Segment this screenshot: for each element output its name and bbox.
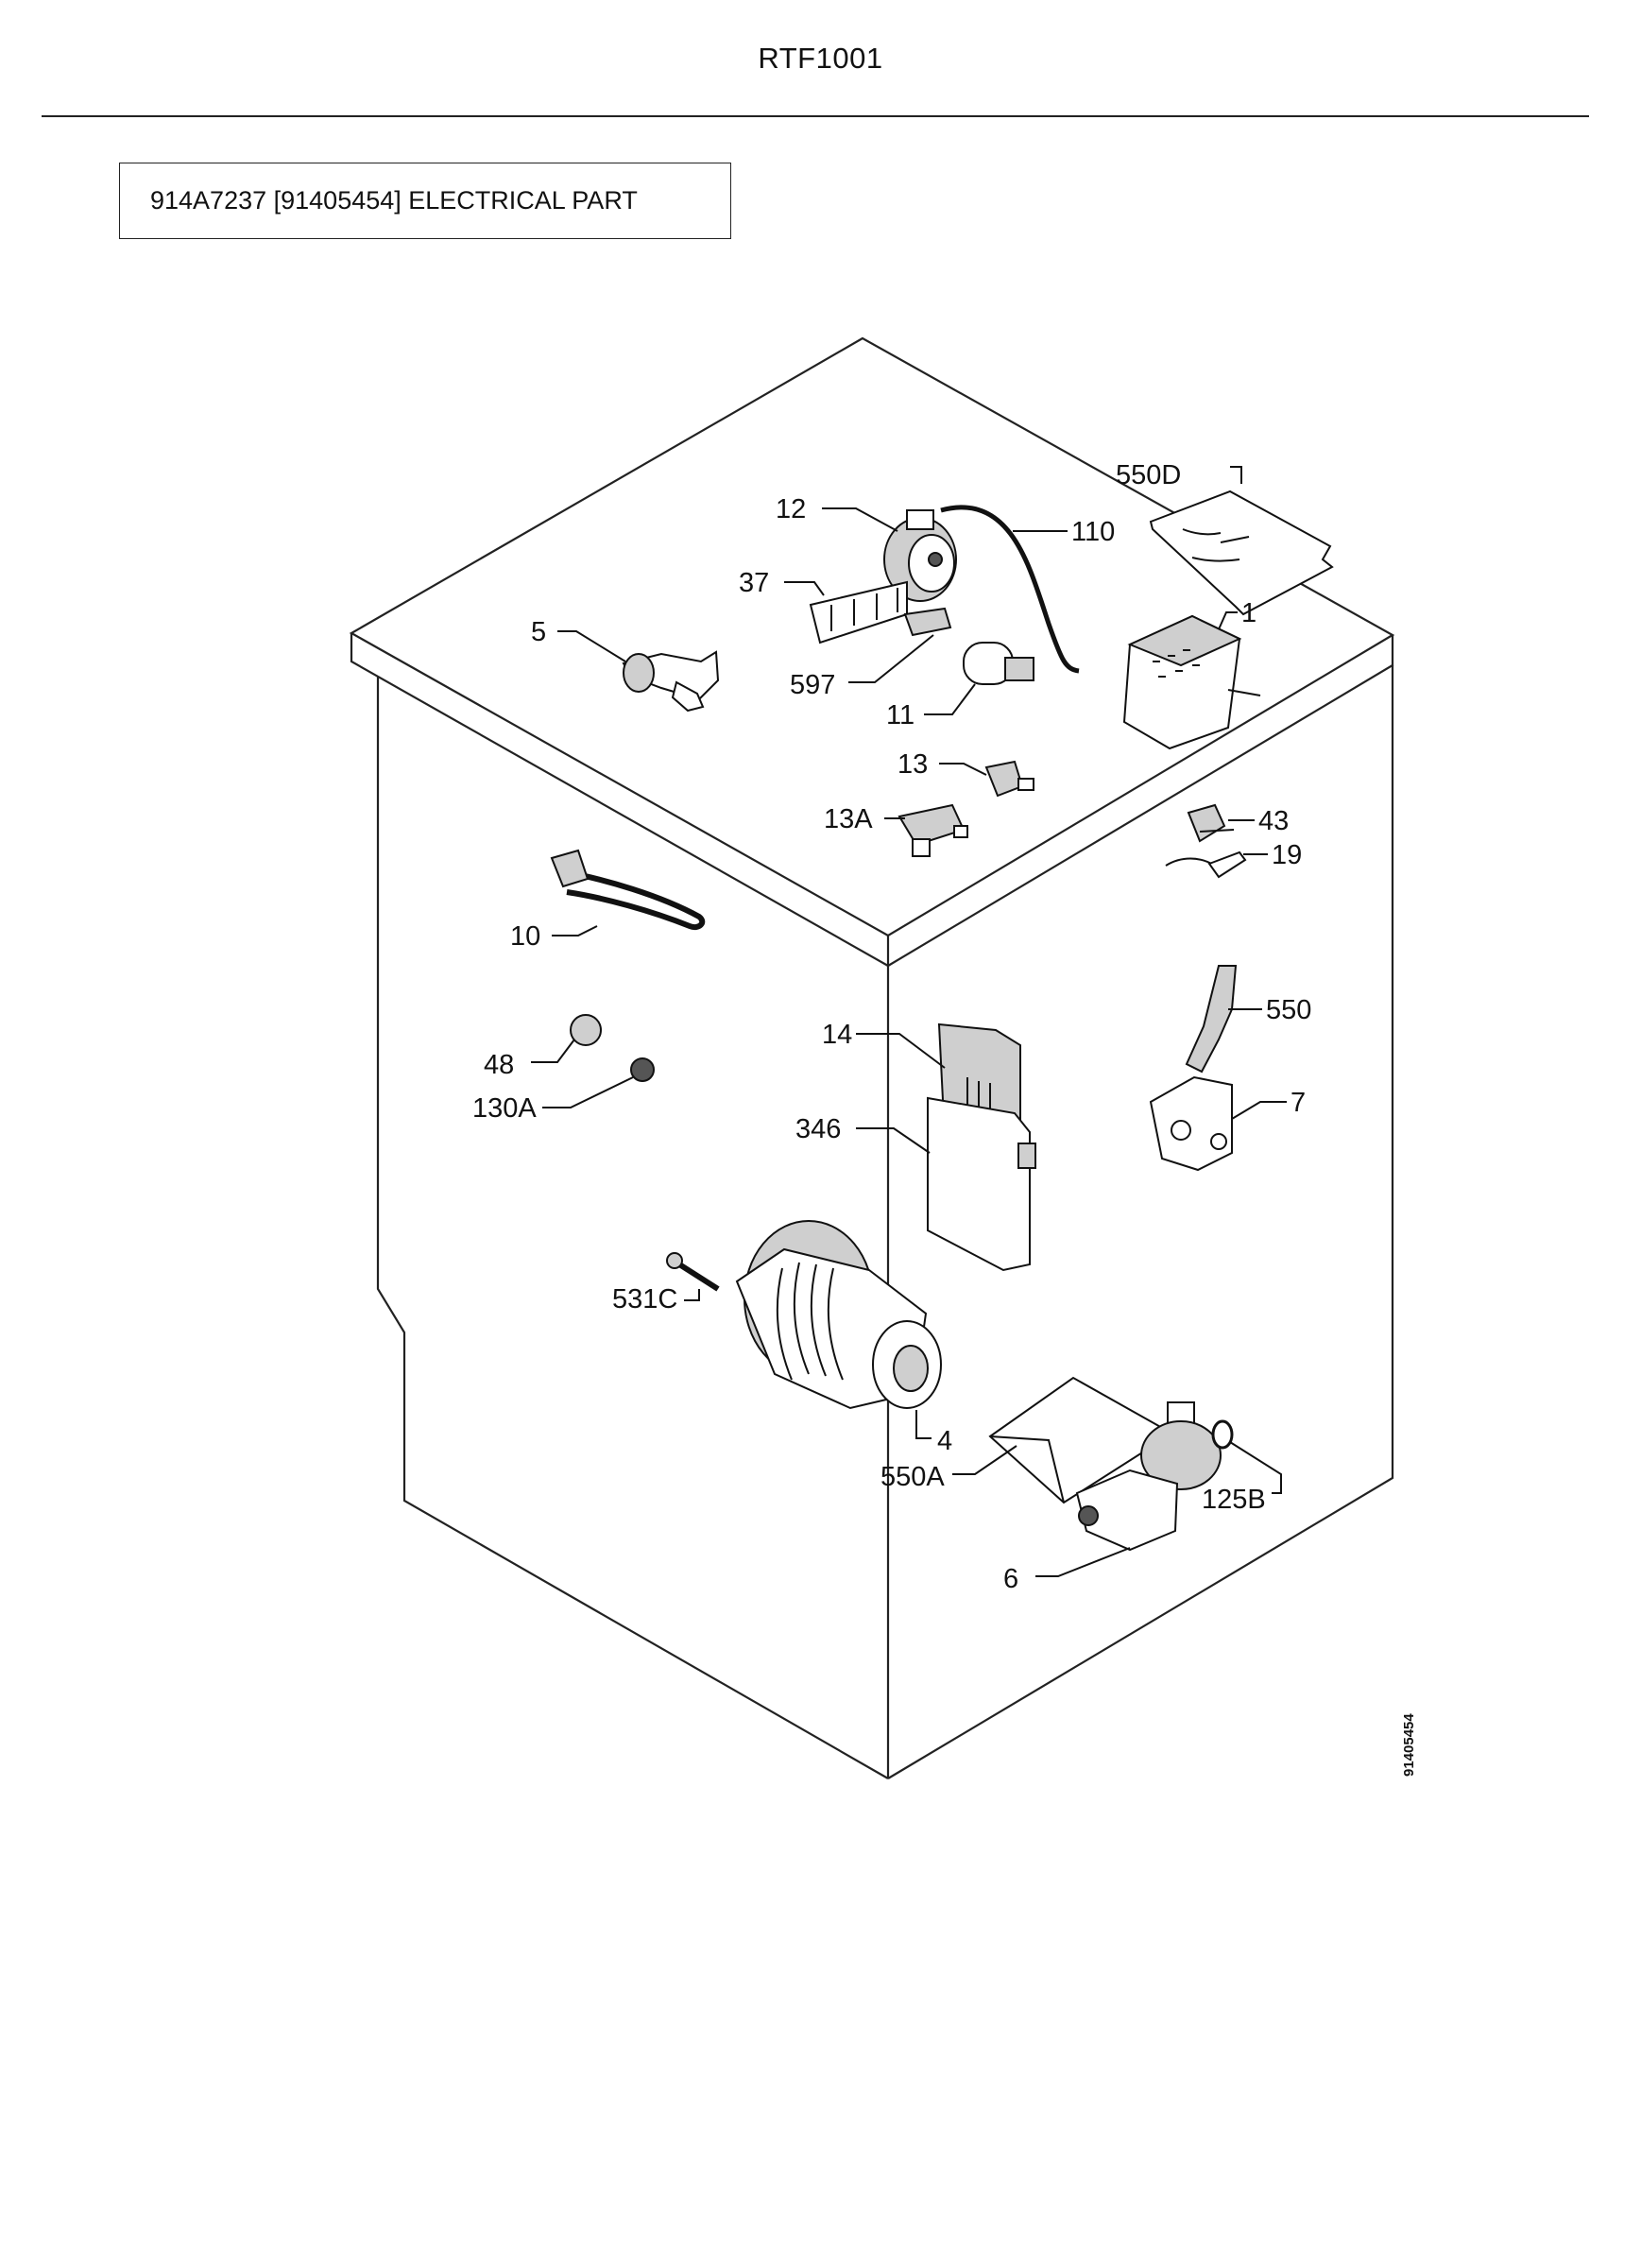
part-550A-cover xyxy=(988,1376,1166,1504)
callout-4: 4 xyxy=(937,1426,952,1456)
callout-10: 10 xyxy=(510,921,540,952)
part-48-thermostat xyxy=(570,1014,602,1046)
cabinet-top-edge-left xyxy=(350,633,889,967)
part-125B-seal xyxy=(1211,1419,1234,1450)
part-13A-connector xyxy=(897,803,968,857)
part-6-drain-pump xyxy=(1075,1401,1222,1552)
part-531C-screw xyxy=(666,1252,720,1292)
callout-19: 19 xyxy=(1272,840,1302,870)
callouts: 550D 12 110 37 1 5 597 11 13 13A 43 19 xyxy=(472,460,1311,1594)
part-11-capacitor xyxy=(963,642,1034,685)
part-43-interlock xyxy=(1187,803,1235,843)
part-4-motor xyxy=(735,1220,942,1410)
callout-14: 14 xyxy=(822,1020,852,1050)
part-14-346-electronic-board xyxy=(927,1022,1036,1272)
callout-13A: 13A xyxy=(824,804,873,834)
callout-6: 6 xyxy=(1003,1564,1018,1594)
callout-550: 550 xyxy=(1266,995,1311,1025)
page-title: RTF1001 xyxy=(758,42,883,75)
part-37-terminal-block xyxy=(809,580,952,644)
part-13-connector xyxy=(984,760,1034,798)
callout-5: 5 xyxy=(531,617,546,647)
part-7-door-switch xyxy=(1149,1075,1233,1172)
cabinet-left-panel xyxy=(376,677,889,1779)
callout-110: 110 xyxy=(1071,517,1115,547)
header-rule xyxy=(42,115,1589,117)
callout-346: 346 xyxy=(795,1114,841,1144)
part-illustrations xyxy=(550,490,1334,1552)
callout-37: 37 xyxy=(739,568,769,598)
part-550-lever xyxy=(1185,965,1238,1074)
callout-7: 7 xyxy=(1291,1088,1306,1118)
part-19-sensor xyxy=(1165,850,1247,879)
part-110-hose xyxy=(940,505,1080,674)
callout-48: 48 xyxy=(484,1050,514,1080)
document-code: 91405454 xyxy=(1401,1713,1417,1777)
part-10-heating-element xyxy=(550,849,706,930)
callout-1: 1 xyxy=(1241,598,1256,628)
part-12-pressure-switch xyxy=(883,509,957,602)
callout-130A: 130A xyxy=(472,1093,537,1124)
part-5-inlet-valve xyxy=(622,650,720,713)
callout-12: 12 xyxy=(776,494,806,524)
callout-550A: 550A xyxy=(880,1462,945,1492)
callout-531C: 531C xyxy=(612,1284,677,1314)
section-label: 914A7237 [91405454] ELECTRICAL PART xyxy=(150,186,638,215)
part-550D-cover-plate xyxy=(1149,490,1334,616)
part-130A-bulb xyxy=(630,1057,655,1082)
callout-11: 11 xyxy=(886,700,915,730)
callout-597: 597 xyxy=(790,670,835,700)
callout-43: 43 xyxy=(1258,806,1289,836)
callout-13: 13 xyxy=(897,749,928,780)
callout-125B: 125B xyxy=(1202,1485,1266,1515)
cabinet-right-panel xyxy=(887,665,1394,1779)
section-label-box: 914A7237 [91405454] ELECTRICAL PART xyxy=(119,163,731,239)
part-1-programmer xyxy=(1122,614,1261,750)
callout-550D: 550D xyxy=(1116,460,1181,490)
